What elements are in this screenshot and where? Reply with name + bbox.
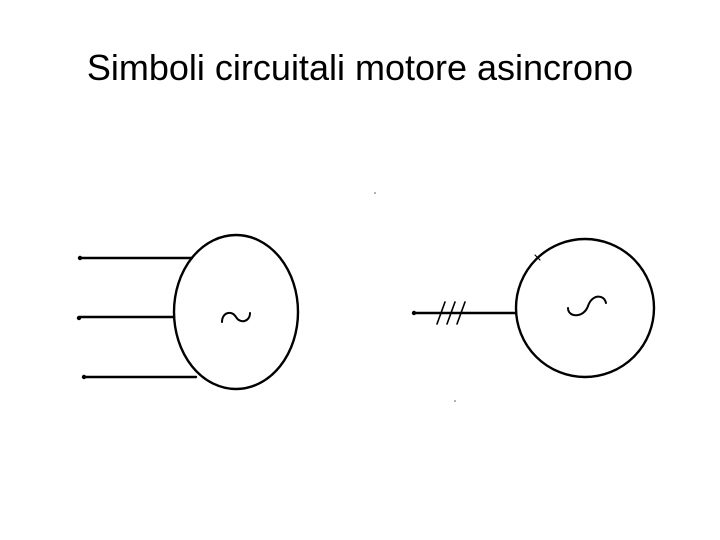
speck-1	[374, 192, 376, 194]
motor-circle-right	[514, 237, 656, 379]
ac-tilde-icon-right	[567, 295, 607, 317]
motor-circle-left	[172, 233, 300, 391]
terminal-dot-2	[76, 315, 82, 321]
terminal-dot-1	[77, 255, 83, 261]
speck-2	[454, 400, 456, 402]
phase-tick-2	[446, 301, 456, 325]
circle-tick-mark	[534, 254, 541, 261]
slide-title: Simboli circuitali motore asincrono	[86, 47, 634, 88]
single-line-motor-symbol	[411, 237, 656, 379]
ac-tilde-icon-left	[221, 311, 251, 323]
phase-tick-3	[456, 301, 466, 325]
terminal-dot-single	[411, 310, 417, 316]
phase-tick-1	[436, 301, 446, 325]
terminal-dot-3	[81, 374, 87, 380]
three-wire-motor-symbol	[76, 233, 300, 391]
